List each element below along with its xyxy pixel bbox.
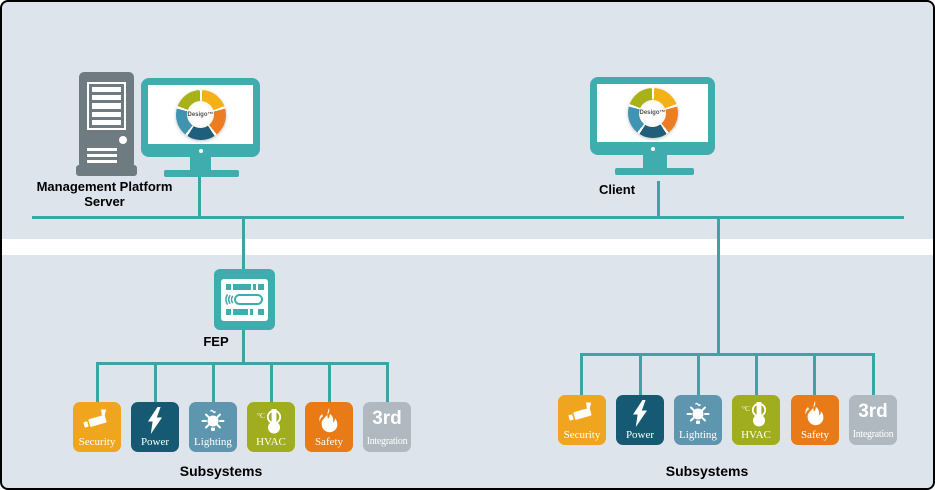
subsystem-label: Lighting [194,436,232,448]
right-distribution-line [580,353,875,356]
server-power-button [119,136,127,144]
client-monitor-base [615,168,694,175]
subsystem-label: Lighting [679,429,717,441]
monitor-led [198,149,203,153]
network-bus-line [32,216,904,219]
subsystem-third-party: 3rd Integration [363,402,411,452]
left-branch-line [328,362,331,403]
client-monitor-stand [643,155,667,169]
third-party-text: 3rd [858,401,888,422]
subsystem-hvac: °C HVAC [732,395,780,445]
desigo-brand: Desigo™ [187,101,214,128]
client-monitor-icon: Desigo™ [590,77,715,155]
left-distribution-line [96,362,389,365]
fep-uplink-line [242,219,245,269]
server-label: Management Platform Server [22,179,187,209]
thermometer-icon: °C [741,395,771,429]
subsystem-label: Safety [314,436,344,448]
fep-device-face [221,278,268,321]
fep-downlink-line [242,330,245,364]
client-label: Client [598,182,636,197]
client-monitor-screen: Desigo™ [597,84,708,142]
subsystem-label: Safety [800,429,830,441]
subsystem-label: HVAC [256,436,286,448]
bulb-icon [198,402,228,436]
subsystem-power: Power [616,395,664,445]
subsystem-safety: Safety [305,402,353,452]
left-subsystems-title: Subsystems [179,463,263,479]
right-branch-line [580,353,583,396]
desigo-wheel: Desigo™ [175,89,226,140]
left-branch-line [386,362,389,403]
left-branch-line [270,362,273,403]
subsystem-security: Security [73,402,121,452]
right-branch-line [813,353,816,396]
subsystem-label: Integration [366,436,408,447]
subsystem-hvac: °C HVAC [247,402,295,452]
desigo-wheel: Desigo™ [627,88,678,138]
subsystem-label: Security [563,429,601,441]
server-label-line2: Server [84,194,125,209]
right-branch-line [639,353,642,396]
thermometer-icon: °C [256,402,286,436]
subsystem-label: Power [140,436,170,448]
subsystem-power: Power [131,402,179,452]
right-branch-line [755,353,758,396]
bulb-icon [683,395,713,429]
subsystem-lighting: Lighting [189,402,237,452]
server-monitor-base [164,170,239,177]
subsystem-label: HVAC [741,429,771,441]
bolt-icon [628,395,652,429]
fep-device-icon [214,269,275,330]
monitor-led [650,147,655,151]
left-branch-line [212,362,215,403]
camera-icon [82,402,112,436]
left-branch-line [154,362,157,403]
network-band [2,239,933,255]
flame-icon [801,395,829,429]
subsystem-third-party: 3rd Integration [849,395,897,445]
server-drive-bays [87,82,126,130]
subsystem-lighting: Lighting [674,395,722,445]
subsystem-safety: Safety [791,395,839,445]
camera-icon [567,395,597,429]
server-monitor-icon: Desigo™ [141,78,260,157]
server-tower-base [76,165,137,176]
fep-label: FEP [203,334,229,349]
server-monitor-stand [190,157,211,171]
bolt-icon [143,402,167,436]
subsystem-label: Security [78,436,116,448]
svg-text:°C: °C [742,404,750,413]
subsystem-label: Integration [852,429,894,440]
server-connector-line [198,177,201,217]
server-tower-icon [79,72,134,169]
right-drop-line [717,219,720,354]
subsystem-label: Power [625,429,655,441]
right-branch-line [872,353,875,396]
client-connector-line [657,181,660,217]
third-party-text: 3rd [372,408,402,429]
svg-text:°C: °C [257,411,265,420]
right-subsystems-title: Subsystems [665,463,749,479]
desigo-brand: Desigo™ [639,99,666,127]
subsystem-security: Security [558,395,606,445]
right-branch-line [697,353,700,396]
fep-module-icon [224,284,264,315]
server-label-line1: Management Platform [36,179,173,194]
server-monitor-screen: Desigo™ [148,85,253,144]
flame-icon [315,402,343,436]
left-branch-line [96,362,99,403]
